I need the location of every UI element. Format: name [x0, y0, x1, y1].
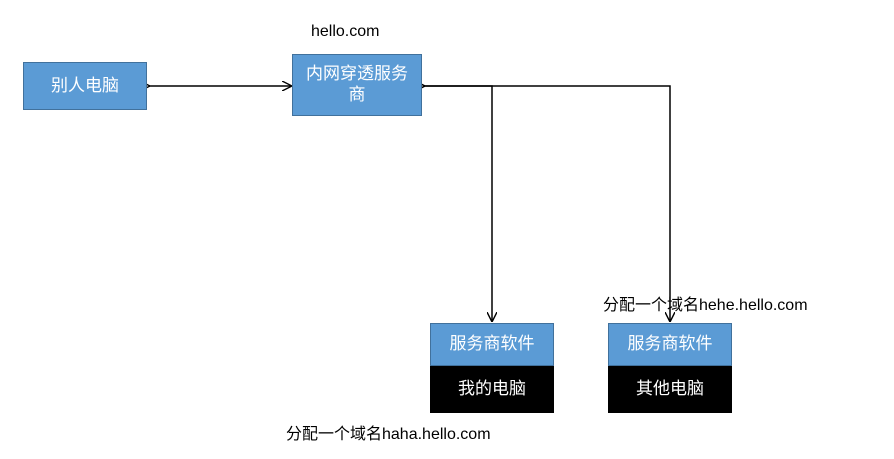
assign-haha-label: 分配一个域名haha.hello.com — [286, 426, 491, 443]
client-software-mine-node: 服务商软件 — [430, 323, 554, 366]
tunnel-provider-node: 内网穿透服务商 — [292, 54, 422, 116]
other-computer-node: 其他电脑 — [608, 366, 732, 413]
assign-hehe-label: 分配一个域名hehe.hello.com — [603, 297, 808, 314]
connector-provider-to-my-software — [424, 86, 492, 321]
root-domain-label: hello.com — [311, 23, 380, 40]
other-pc-node: 别人电脑 — [23, 62, 147, 110]
client-software-other-node: 服务商软件 — [608, 323, 732, 366]
connector-provider-to-other-software — [424, 86, 670, 321]
my-pc-node: 我的电脑 — [430, 366, 554, 413]
